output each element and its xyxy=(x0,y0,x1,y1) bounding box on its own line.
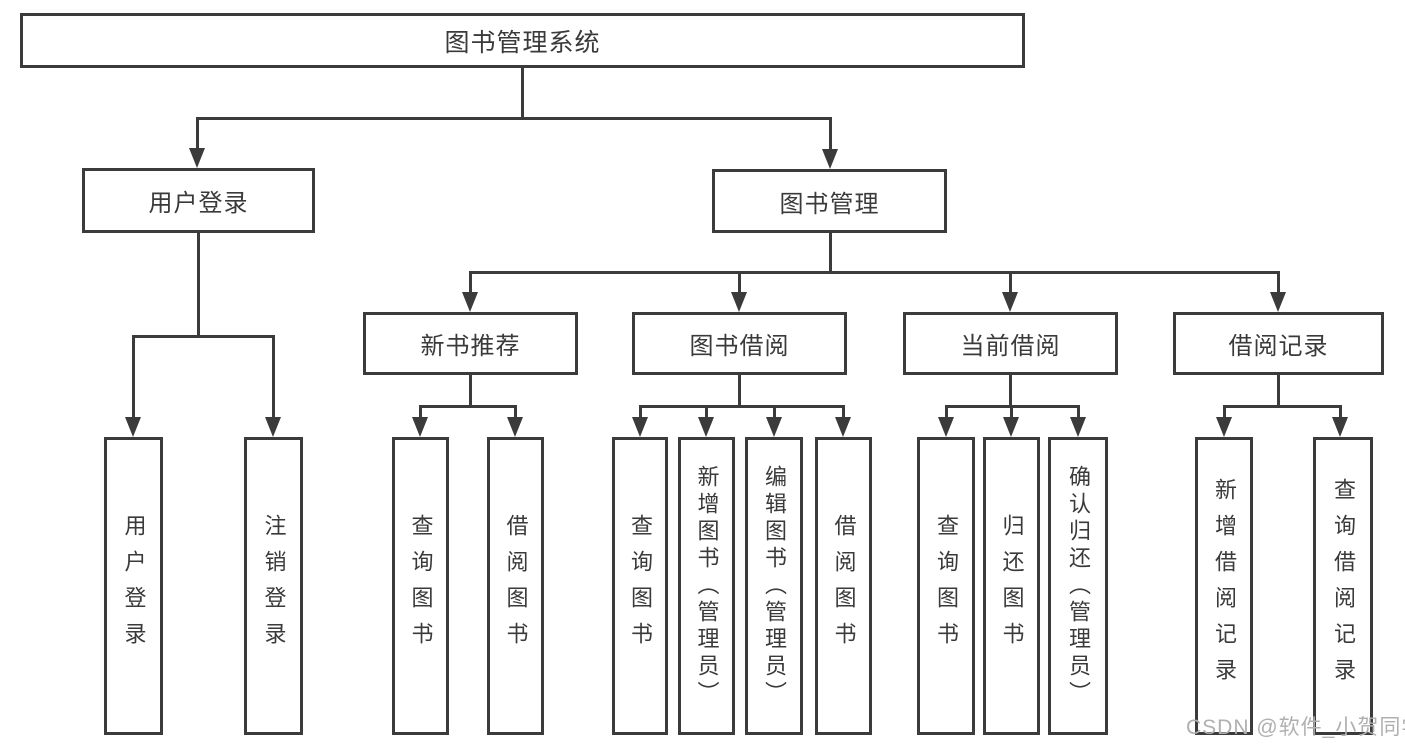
connector-level2-bar xyxy=(196,117,832,120)
leaf-records-add-record: 新增借阅记录 xyxy=(1195,437,1253,735)
arrowhead-book-mgmt xyxy=(822,149,838,169)
connector-drop-br-add xyxy=(1223,405,1226,419)
leaf-current-query-books-label: 查询图书 xyxy=(934,514,959,658)
leaf-borrow-query-books: 查询图书 xyxy=(612,437,668,735)
leaf-borrow-add-books-admin: 新增图书（管理员） xyxy=(678,437,735,735)
arrowhead-current-borrow xyxy=(1002,292,1018,312)
arrowhead-book-borrow xyxy=(731,292,747,312)
leaf-logout-label: 注销登录 xyxy=(261,514,287,658)
connector-drop-new-book xyxy=(469,271,472,293)
node-borrow-records-label: 借阅记录 xyxy=(1228,333,1329,360)
leaf-current-confirm-return-admin-label: 确认归还（管理员） xyxy=(1066,464,1091,708)
leaf-borrow-query-books-label: 查询图书 xyxy=(628,514,653,658)
arrowhead-new-book xyxy=(462,292,478,312)
connector-drop-nb-borrow xyxy=(514,405,517,419)
leaf-newbook-query-books: 查询图书 xyxy=(392,437,449,735)
connector-drop-bb-borrow xyxy=(842,405,845,419)
leaf-current-confirm-return-admin: 确认归还（管理员） xyxy=(1048,437,1108,735)
connector-drop-cb-query xyxy=(945,405,948,419)
node-user-login: 用户登录 xyxy=(82,168,315,233)
arrowhead-br-add xyxy=(1216,417,1232,437)
leaf-current-query-books: 查询图书 xyxy=(917,437,975,735)
arrowhead-leaf-logout xyxy=(265,417,281,437)
leaf-logout: 注销登录 xyxy=(244,437,303,735)
connector-new-book-bar xyxy=(419,405,516,408)
arrowhead-borrow-records xyxy=(1270,292,1286,312)
leaf-borrow-add-books-admin-label: 新增图书（管理员） xyxy=(694,464,720,708)
node-library-system-label: 图书管理系统 xyxy=(444,28,601,57)
leaf-records-query-record: 查询借阅记录 xyxy=(1313,437,1373,735)
arrowhead-cb-return xyxy=(1003,417,1019,437)
connector-drop-bb-edit xyxy=(773,405,776,419)
arrowhead-nb-borrow xyxy=(507,417,523,437)
leaf-records-add-record-label: 新增借阅记录 xyxy=(1212,478,1237,694)
connector-borrow-records-bar xyxy=(1223,405,1342,408)
arrowhead-user-login xyxy=(189,148,205,168)
arrowhead-bb-borrow xyxy=(835,417,851,437)
leaf-newbook-borrow-books-label: 借阅图书 xyxy=(503,514,529,658)
connector-drop-book-borrow xyxy=(738,271,741,293)
leaf-borrow-borrow-books: 借阅图书 xyxy=(815,437,872,735)
leaf-records-query-record-label: 查询借阅记录 xyxy=(1331,478,1356,694)
connector-book-borrow-stub xyxy=(738,375,741,407)
node-current-borrow: 当前借阅 xyxy=(903,312,1118,375)
arrowhead-nb-query xyxy=(412,417,428,437)
connector-drop-cb-confirm xyxy=(1077,405,1080,419)
leaf-borrow-edit-books-admin: 编辑图书（管理员） xyxy=(745,437,803,735)
connector-drop-user-login xyxy=(196,117,199,150)
arrowhead-cb-query xyxy=(938,417,954,437)
connector-drop-leaf-logout xyxy=(272,335,275,417)
connector-user-login-stub xyxy=(197,233,200,337)
connector-current-borrow-stub xyxy=(1009,375,1012,407)
arrowhead-br-query xyxy=(1332,417,1348,437)
node-current-borrow-label: 当前借阅 xyxy=(960,333,1061,360)
connector-drop-book-mgmt xyxy=(829,117,832,150)
leaf-current-return-books-label: 归还图书 xyxy=(999,514,1025,658)
connector-drop-br-query xyxy=(1339,405,1342,419)
connector-drop-borrow-records xyxy=(1277,271,1280,293)
connector-drop-leaf-login xyxy=(132,335,135,417)
csdn-watermark: CSDN @软件_小贺同学 xyxy=(1186,716,1405,739)
leaf-user-login-label: 用户登录 xyxy=(121,514,147,658)
arrowhead-leaf-login xyxy=(125,417,141,437)
node-borrow-records: 借阅记录 xyxy=(1173,312,1384,375)
node-library-system: 图书管理系统 xyxy=(20,13,1025,68)
node-book-borrow-label: 图书借阅 xyxy=(689,333,790,360)
leaf-borrow-edit-books-admin-label: 编辑图书（管理员） xyxy=(762,464,787,708)
node-book-borrow: 图书借阅 xyxy=(632,312,847,375)
leaf-user-login: 用户登录 xyxy=(104,437,163,735)
connector-user-login-bar xyxy=(132,335,275,338)
arrowhead-bb-add xyxy=(698,417,714,437)
connector-drop-cb-return xyxy=(1010,405,1013,419)
leaf-newbook-borrow-books: 借阅图书 xyxy=(487,437,544,735)
node-book-management: 图书管理 xyxy=(712,169,947,233)
node-book-management-label: 图书管理 xyxy=(779,190,880,218)
leaf-newbook-query-books-label: 查询图书 xyxy=(408,514,434,658)
node-user-login-label: 用户登录 xyxy=(148,190,249,217)
arrowhead-bb-edit xyxy=(766,417,782,437)
leaf-borrow-borrow-books-label: 借阅图书 xyxy=(831,514,857,658)
connector-root-stub xyxy=(521,68,524,119)
arrowhead-bb-query xyxy=(632,417,648,437)
connector-drop-nb-query xyxy=(419,405,422,419)
connector-book-borrow-bar xyxy=(639,405,845,408)
connector-new-book-stub xyxy=(469,375,472,407)
connector-drop-bb-add xyxy=(705,405,708,419)
connector-book-mgmt-stub xyxy=(829,233,832,274)
arrowhead-cb-confirm xyxy=(1070,417,1086,437)
node-new-book-recommend: 新书推荐 xyxy=(363,312,578,375)
connector-drop-bb-query xyxy=(639,405,642,419)
leaf-current-return-books: 归还图书 xyxy=(983,437,1040,735)
connector-drop-current-borrow xyxy=(1009,271,1012,293)
connector-borrow-records-stub xyxy=(1277,375,1280,407)
node-new-book-recommend-label: 新书推荐 xyxy=(420,333,521,360)
connector-level3-bar xyxy=(469,271,1280,274)
